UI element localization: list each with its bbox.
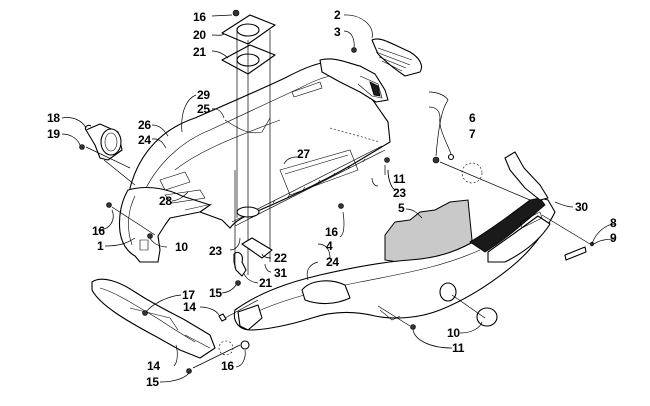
- callout-19[interactable]: 20: [193, 28, 207, 42]
- callout-3[interactable]: 3: [334, 25, 341, 39]
- leader-lines: [61, 14, 616, 383]
- mounting-plates: [221, 9, 276, 275]
- callout-18[interactable]: 19: [47, 127, 61, 141]
- callout-5[interactable]: 5: [398, 201, 405, 215]
- callout-labels: 16 20 21 2 3 29 25 18 19 26 24 27 28 6 7…: [47, 8, 617, 389]
- callout-4[interactable]: 4: [326, 239, 333, 253]
- cover-plate: [241, 237, 273, 259]
- callout-15-bottom[interactable]: 16: [221, 359, 235, 373]
- callout-2[interactable]: 2: [334, 8, 341, 22]
- callout-15-top[interactable]: 16: [193, 10, 207, 24]
- top-vent: [371, 38, 423, 77]
- callout-14-bottom[interactable]: 15: [146, 375, 160, 389]
- callout-22[interactable]: 22: [274, 251, 288, 265]
- callout-23-right[interactable]: 23: [393, 186, 407, 200]
- callout-28[interactable]: 28: [159, 194, 173, 208]
- bracket: [233, 251, 247, 277]
- callout-9[interactable]: 9: [610, 231, 617, 245]
- callout-13[interactable]: 14: [147, 359, 161, 373]
- front-bumper: [91, 278, 216, 359]
- callout-8[interactable]: 8: [610, 216, 617, 230]
- callout-16-center[interactable]: 16: [325, 225, 339, 239]
- callout-31[interactable]: 31: [274, 266, 288, 280]
- air-intake-duct: [84, 123, 123, 161]
- callout-20[interactable]: 21: [193, 45, 207, 59]
- callout-27[interactable]: 27: [297, 147, 311, 161]
- assembly-lines: [85, 146, 591, 369]
- callout-11-left[interactable]: 10: [175, 240, 189, 254]
- callout-12[interactable]: 14: [183, 300, 197, 314]
- callout-11-bottom[interactable]: 11: [452, 341, 465, 355]
- belly-pan-rivets: [272, 127, 381, 204]
- trim-plate: [564, 246, 587, 261]
- callout-17[interactable]: 18: [47, 111, 61, 125]
- callout-11-center[interactable]: 11: [393, 172, 406, 186]
- callout-24-right[interactable]: 24: [326, 255, 340, 269]
- callout-16-bumper[interactable]: 17: [182, 288, 196, 302]
- callout-23-center[interactable]: 23: [209, 244, 223, 258]
- front-scoop: [319, 58, 389, 103]
- callout-29[interactable]: 29: [197, 88, 211, 102]
- callout-1[interactable]: 1: [97, 239, 104, 253]
- callout-16-left[interactable]: 16: [92, 224, 106, 238]
- callout-24-left[interactable]: 24: [138, 133, 152, 147]
- hinge-arm: [301, 280, 351, 305]
- callout-6[interactable]: 6: [469, 111, 476, 125]
- lower-nose: [237, 304, 263, 331]
- callout-25[interactable]: 25: [197, 102, 211, 116]
- callout-21[interactable]: 21: [259, 276, 273, 290]
- callout-26[interactable]: 26: [138, 118, 152, 132]
- callout-14-center[interactable]: 15: [209, 286, 223, 300]
- callout-10[interactable]: 10: [447, 326, 461, 340]
- callout-30[interactable]: 30: [575, 200, 589, 214]
- callout-7[interactable]: 7: [469, 127, 476, 141]
